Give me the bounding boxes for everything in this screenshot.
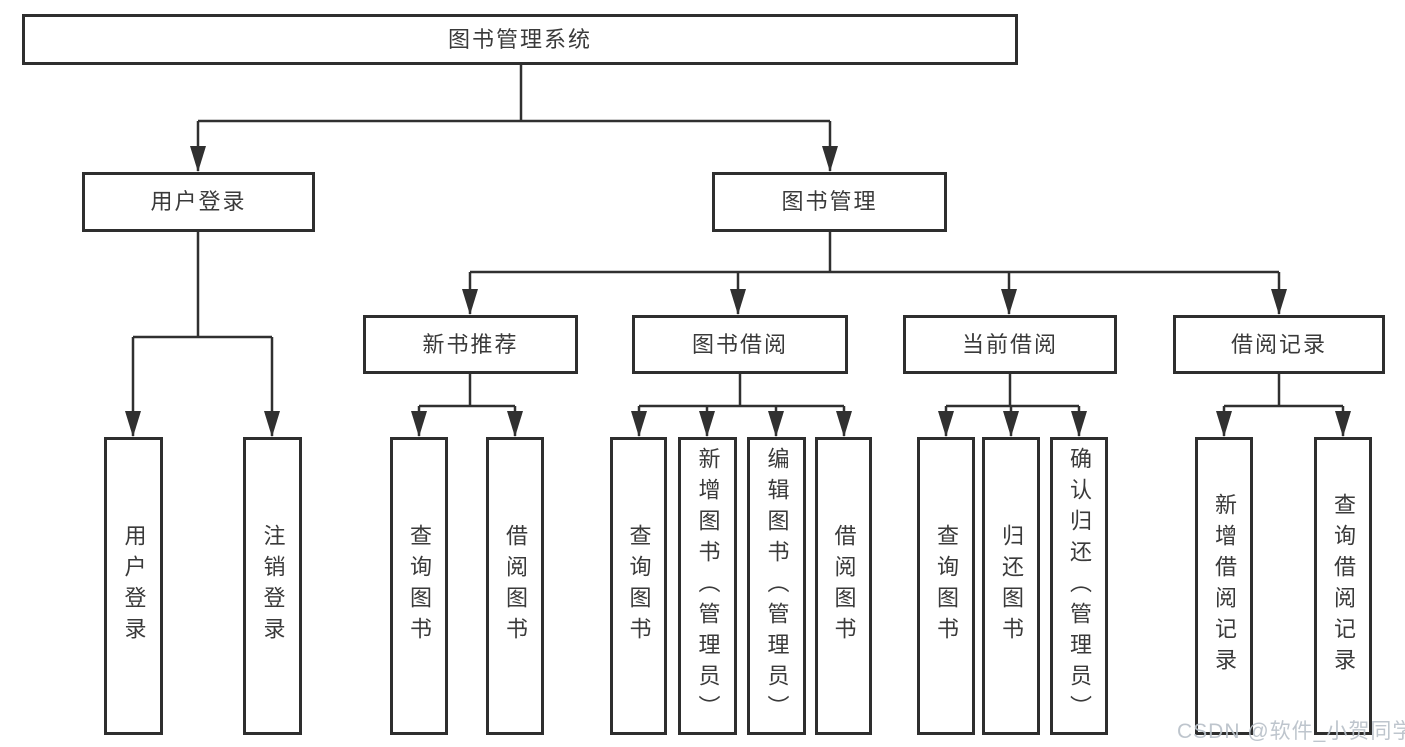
leaf-query-borrow-record: 查询借阅记录 xyxy=(1314,437,1372,735)
leaf-confirm-return-admin: 确认归还（管理员） xyxy=(1050,437,1108,735)
node-borrowing-records: 借阅记录 xyxy=(1173,315,1385,374)
node-new-book-recommend-label: 新书推荐 xyxy=(422,331,519,357)
leaf-query-borrow-record-label: 查询借阅记录 xyxy=(1331,493,1356,679)
leaf-confirm-return-admin-label: 确认归还（管理员） xyxy=(1067,446,1092,726)
node-borrowing-records-label: 借阅记录 xyxy=(1230,331,1327,357)
leaf-add-books-admin: 新增图书（管理员） xyxy=(678,437,737,735)
node-user-login-branch: 用户登录 xyxy=(82,172,315,232)
leaf-borrow-books-recommend-label: 借阅图书 xyxy=(503,524,528,648)
leaf-borrow-books-label: 借阅图书 xyxy=(831,524,857,648)
leaf-logout: 注销登录 xyxy=(243,437,302,735)
leaf-add-borrow-record: 新增借阅记录 xyxy=(1195,437,1253,735)
leaf-query-books-borrowing-label: 查询图书 xyxy=(626,524,652,648)
leaf-query-books-borrowing: 查询图书 xyxy=(610,437,667,735)
leaf-edit-books-admin: 编辑图书（管理员） xyxy=(747,437,806,735)
leaf-return-books: 归还图书 xyxy=(982,437,1040,735)
node-root-system: 图书管理系统 xyxy=(22,14,1018,65)
node-current-borrowing: 当前借阅 xyxy=(903,315,1117,374)
node-book-borrowing-label: 图书借阅 xyxy=(691,331,788,357)
csdn-watermark: CSDN @软件_小贺同学 xyxy=(1177,720,1405,743)
leaf-edit-books-admin-label: 编辑图书（管理员） xyxy=(764,446,790,726)
leaf-borrow-books-recommend: 借阅图书 xyxy=(486,437,544,735)
node-new-book-recommend: 新书推荐 xyxy=(363,315,578,374)
leaf-query-books-recommend-label: 查询图书 xyxy=(407,524,432,648)
leaf-query-books-recommend: 查询图书 xyxy=(390,437,448,735)
leaf-user-login: 用户登录 xyxy=(104,437,163,735)
leaf-add-books-admin-label: 新增图书（管理员） xyxy=(695,446,721,726)
leaf-return-books-label: 归还图书 xyxy=(999,524,1024,648)
leaf-query-books-current-label: 查询图书 xyxy=(934,524,959,648)
node-book-borrowing: 图书借阅 xyxy=(632,315,848,374)
leaf-query-books-current: 查询图书 xyxy=(917,437,975,735)
node-user-login-branch-label: 用户登录 xyxy=(150,189,247,214)
leaf-user-login-label: 用户登录 xyxy=(121,524,147,648)
node-book-management-branch-label: 图书管理 xyxy=(781,189,878,214)
node-current-borrowing-label: 当前借阅 xyxy=(961,331,1058,357)
node-root-system-label: 图书管理系统 xyxy=(447,26,592,52)
leaf-add-borrow-record-label: 新增借阅记录 xyxy=(1212,493,1237,679)
leaf-borrow-books: 借阅图书 xyxy=(815,437,872,735)
node-book-management-branch: 图书管理 xyxy=(712,172,947,232)
leaf-logout-label: 注销登录 xyxy=(260,524,286,648)
